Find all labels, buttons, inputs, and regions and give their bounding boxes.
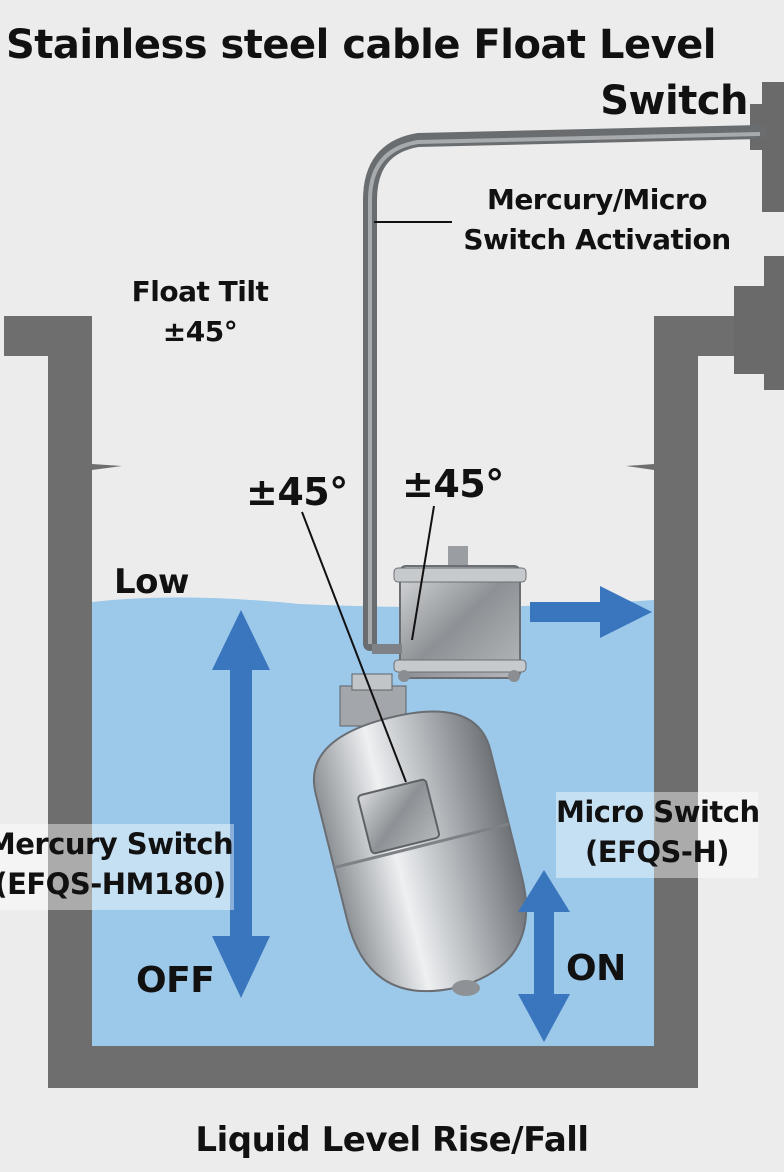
micro-switch-box [372,546,527,682]
float-ball [313,673,528,996]
angle-label-left: ±45° [246,470,348,514]
angle-label-right: ±45° [402,462,504,506]
mercury-switch-label-line1: Mercury Switch [0,827,234,861]
tank [4,316,738,1088]
diagram-title-line1: Stainless steel cable Float Level [6,22,717,68]
micro-switch-label-line1: Micro Switch [556,795,760,829]
mercury-switch-label: Mercury Switch (EFQS-HM180) [0,824,234,910]
micro-switch-label-line2: (EFQS-H) [585,835,729,869]
micro-double-arrow [518,870,570,1042]
diagram-title-line2: Switch [600,78,748,124]
mounting-bracket [734,82,784,390]
float-tilt-label-line1: Float Tilt [131,275,269,308]
mercury-double-arrow [212,610,270,998]
on-label: ON [566,948,626,989]
micro-switch-label: Micro Switch (EFQS-H) [556,792,760,878]
mercury-switch-label-line2: (EFQS-HM180) [0,867,226,901]
outflow-arrow [530,586,652,638]
leader-line-angle-right [411,505,435,641]
float-tilt-label: Float Tilt ±45° [120,272,280,352]
float-tilt-label-line2: ±45° [162,315,238,348]
bottom-caption: Liquid Level Rise/Fall [195,1120,589,1160]
low-level-label: Low [114,562,189,602]
activation-label: Mercury/Micro Switch Activation [452,180,742,260]
off-label: OFF [136,960,215,1001]
leader-line-angle-left [301,511,407,783]
activation-label-line2: Switch Activation [463,223,731,256]
activation-label-line1: Mercury/Micro [486,183,708,216]
